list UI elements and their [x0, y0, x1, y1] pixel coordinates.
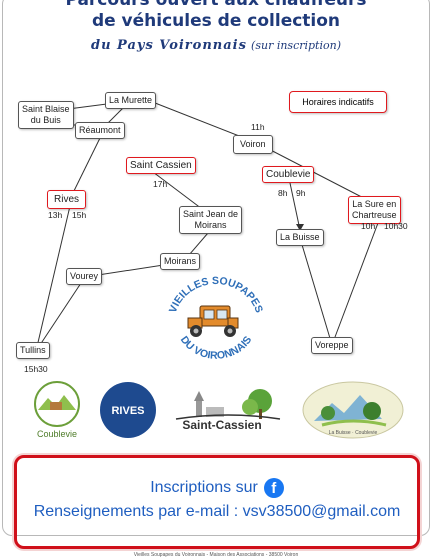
- place-moirans: Moirans: [160, 253, 201, 270]
- footer-text: Vieilles Soupapes du Voironnais - Maison…: [133, 552, 299, 558]
- la-buisse-logo-text: La Buisse · Coublevie: [329, 430, 378, 436]
- time-rives-2: 15h: [72, 210, 87, 220]
- info-box: Inscriptions sur f Renseignements par e-m…: [14, 455, 420, 549]
- subtitle-region: du Pays Voironnais: [90, 38, 247, 53]
- time-tullins: 15h30: [24, 364, 48, 374]
- place-la-murette: La Murette: [105, 92, 157, 109]
- route-labuisse-voreppe: [299, 237, 333, 346]
- facebook-icon[interactable]: f: [263, 478, 284, 498]
- time-la-sure-1: 10h: [361, 221, 376, 231]
- place-la-buisse: La Buisse: [276, 229, 324, 246]
- place-rives: Rives: [47, 190, 87, 209]
- la-buisse-logo: La Buisse · Coublevie: [302, 381, 404, 439]
- place-vourey: Vourey: [66, 268, 103, 285]
- place-voreppe: Voreppe: [311, 337, 353, 354]
- rives-logo: RIVES: [100, 382, 156, 438]
- title-line-1: Parcours ouvert aux chauffeurs: [65, 0, 367, 10]
- inscriptions-text: Inscriptions sur: [150, 479, 258, 497]
- route-reaumont-rives: [69, 137, 101, 200]
- route-lasure-voreppe: [331, 214, 382, 346]
- legend-box: Horaires indicatifs: [289, 91, 387, 113]
- place-tullins: Tullins: [16, 342, 50, 359]
- subtitle: du Pays Voironnais (sur inscription): [0, 38, 432, 53]
- time-rives-1: 13h: [48, 210, 63, 220]
- route-coublevie-labuisse: [289, 182, 301, 231]
- coublevie-logo-text: Coublevie: [37, 429, 77, 439]
- time-coublevie-2: 9h: [296, 188, 306, 198]
- saint-cassien-logo-text: Saint-Cassien: [182, 418, 261, 432]
- poster-frame: [2, 0, 430, 536]
- logo-bottom-text: DU VOIRONNAIS: [178, 334, 254, 362]
- saint-cassien-logo: Saint-Cassien: [175, 389, 281, 432]
- title-line-2: de véhicules de collection: [91, 11, 341, 31]
- contact-email-line: Renseignements par e-mail : vsv38500@gma…: [33, 503, 401, 520]
- arrow-head-icon: [296, 224, 304, 231]
- place-saint-cassien: Saint Cassien: [126, 157, 196, 174]
- place-coublevie: Coublevie: [262, 166, 315, 183]
- info-line-1: Inscriptions sur f: [17, 478, 417, 498]
- rives-logo-text: RIVES: [111, 405, 144, 417]
- route-vourey-tullins: [35, 276, 86, 352]
- place-reaumont: Réaumont: [75, 122, 125, 139]
- vieilles-soupapes-logo: VIEILLES SOUPAPES DU VOIRONNAIS: [167, 276, 265, 362]
- time-la-sure-2: 10h30: [384, 221, 408, 231]
- time-coublevie-1: 8h: [278, 188, 288, 198]
- time-voiron: 11h: [251, 122, 265, 132]
- place-voiron: Voiron: [233, 135, 273, 154]
- coublevie-logo: Coublevie: [34, 381, 80, 439]
- vintage-car-icon: [187, 305, 239, 337]
- time-saint-cassien: 17h: [153, 179, 168, 189]
- route-rives-tullins: [35, 205, 71, 352]
- svg-text:DU VOIRONNAIS: DU VOIRONNAIS: [178, 334, 254, 362]
- subtitle-note: (sur inscription): [251, 39, 341, 52]
